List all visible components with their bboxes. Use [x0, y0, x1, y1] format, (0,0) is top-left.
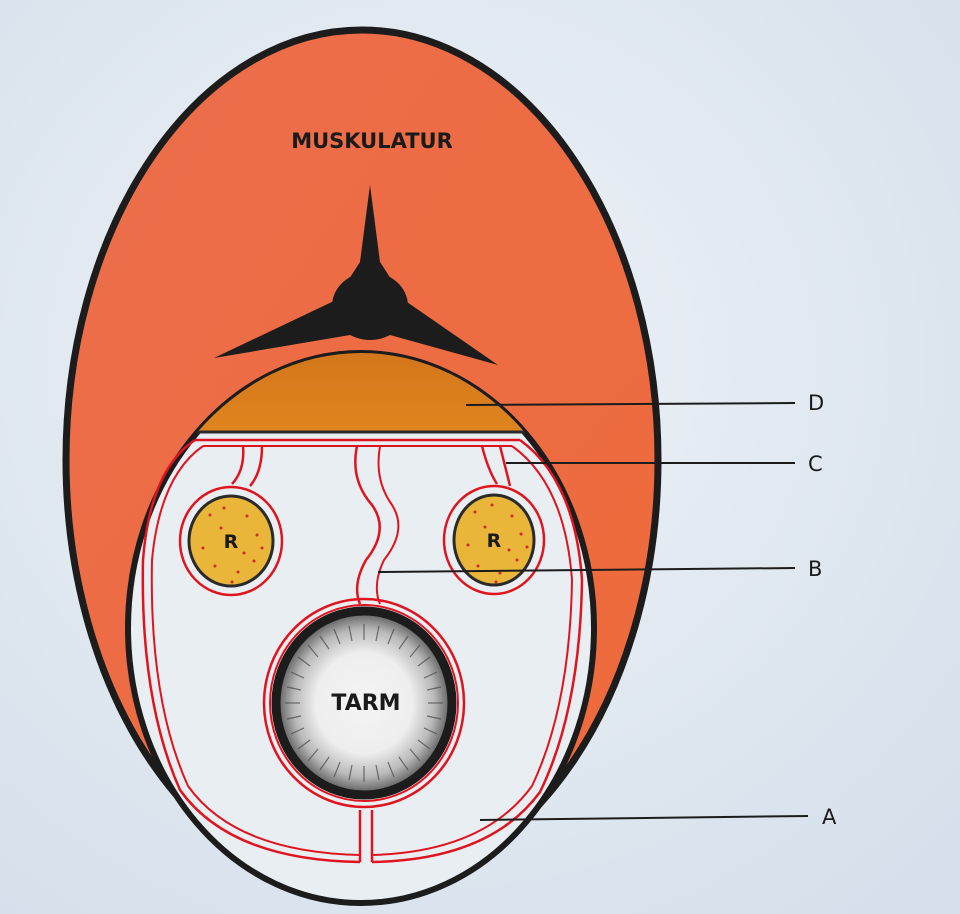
peritoneum-lining — [141, 438, 361, 864]
intestine-villi — [285, 624, 443, 782]
intestine — [271, 606, 457, 800]
mesentery — [354, 445, 381, 605]
intestine-serosa — [262, 597, 466, 809]
callout-line-d — [465, 402, 796, 406]
kidney-left — [187, 494, 275, 588]
kidney-speckles — [201, 503, 529, 584]
kidney-right-capsule — [442, 484, 546, 596]
mesentery-second — [375, 445, 400, 605]
kidney-right — [452, 493, 536, 587]
kidney-left-capsule — [178, 485, 284, 597]
kidney-left-label: R — [224, 531, 239, 553]
kidney-right-stalk — [480, 445, 512, 487]
peritoneum-lining-right — [371, 438, 584, 864]
kidney-left-stalk — [231, 445, 264, 487]
vertebra-body — [332, 272, 408, 340]
callout-label-b: B — [808, 557, 822, 581]
tarm-label: TARM — [331, 691, 400, 716]
callout-label-d: D — [808, 391, 824, 415]
muskulatur-label: MUSKULATUR — [291, 129, 453, 153]
callout-line-a — [479, 815, 809, 821]
intestine-serosa-inner — [269, 604, 459, 802]
peritoneum-lining-right-inner — [371, 445, 574, 856]
kidney-right-label: R — [487, 530, 502, 552]
callout-label-a: A — [822, 805, 837, 829]
peritoneum-lining-inner — [150, 445, 361, 856]
callout-line-b — [377, 567, 796, 573]
callout-label-c: C — [808, 452, 823, 476]
